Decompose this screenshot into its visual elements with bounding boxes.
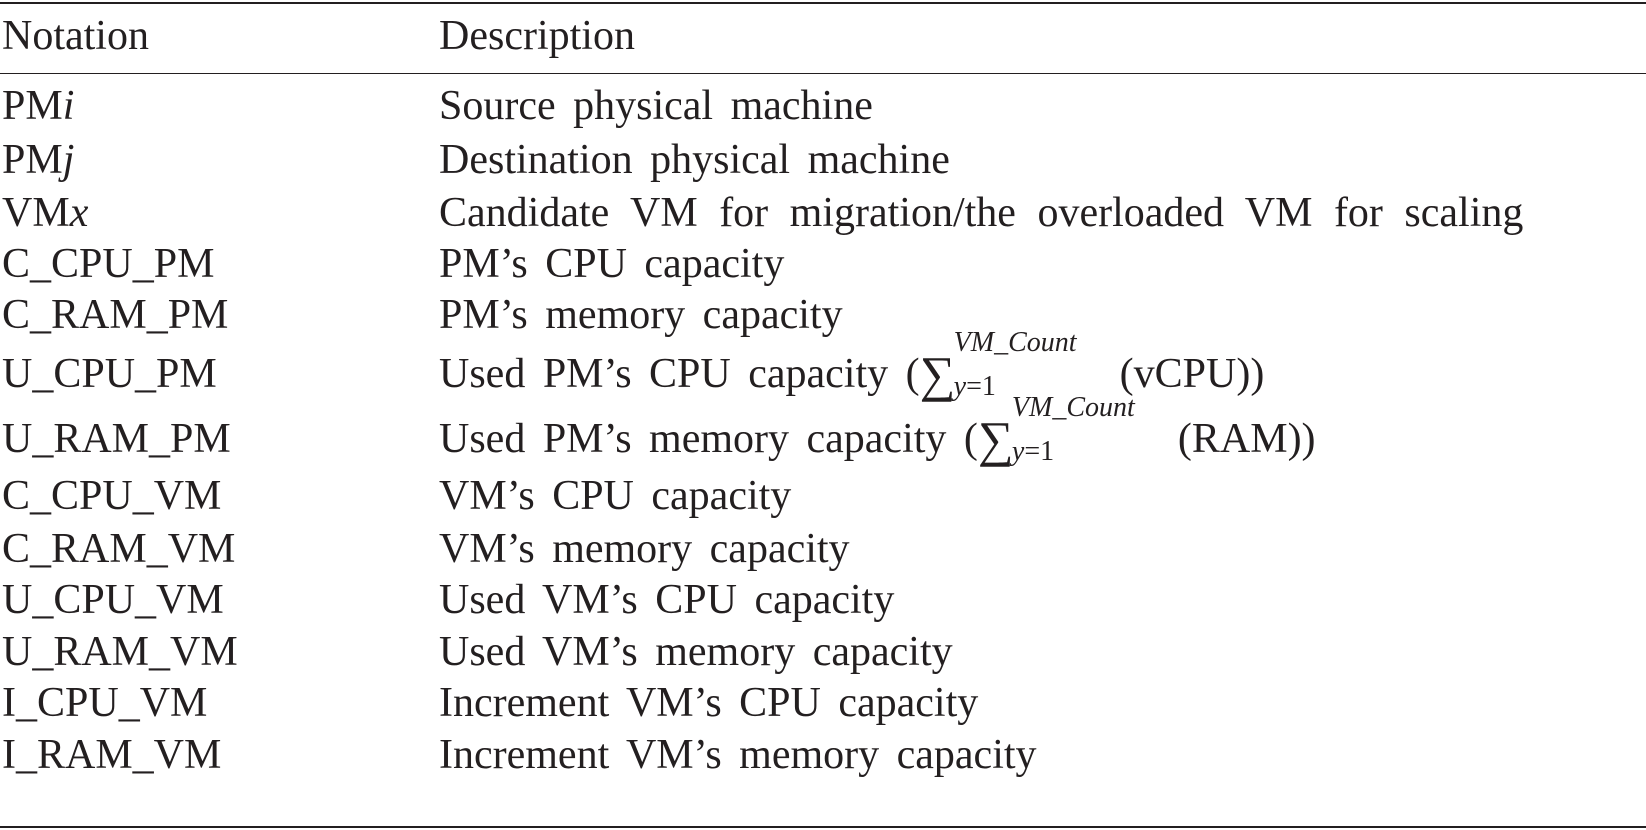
notation-cell: C_CPU_VM — [2, 473, 222, 519]
table-row: U_RAM_PM Used PM’s memory capacity (∑VM_… — [0, 392, 1646, 468]
table-row: C_RAM_VM VM’s memory capacity — [0, 525, 1646, 573]
header-notation: Notation — [2, 13, 149, 59]
summation-symbol: ∑ — [977, 411, 1014, 467]
summation-upper-limit: VM_Count — [953, 327, 1077, 358]
description-cell: VM’s memory capacity — [439, 526, 850, 572]
notation-cell: PMi — [2, 83, 75, 129]
table-row: U_RAM_VM Used VM’s memory capacity — [0, 628, 1646, 676]
table-row: PMj Destination physical machine — [0, 136, 1646, 184]
notation-cell: VMx — [2, 190, 89, 236]
table-row: C_CPU_VM VM’s CPU capacity — [0, 472, 1646, 520]
summation-upper-limit: VM_Count — [1011, 392, 1135, 423]
summation-lower-limit: y=1 — [1011, 436, 1055, 467]
notation-cell: C_RAM_VM — [2, 526, 236, 572]
description-cell: Candidate VM for migration/the overloade… — [439, 190, 1524, 236]
description-cell: PM’s memory capacity — [439, 292, 843, 338]
description-cell: PM’s CPU capacity — [439, 241, 785, 287]
summation-argument: (vCPU)) — [1119, 351, 1265, 397]
description-cell: Increment VM’s CPU capacity — [439, 680, 979, 726]
notation-cell: C_CPU_PM — [2, 241, 215, 287]
notation-cell: U_RAM_VM — [2, 629, 238, 675]
notation-cell: C_RAM_PM — [2, 292, 229, 338]
table-bottom-rule — [0, 826, 1646, 828]
notation-cell: PMj — [2, 137, 75, 183]
table-row: I_RAM_VM Increment VM’s memory capacity — [0, 731, 1646, 779]
table-row: I_CPU_VM Increment VM’s CPU capacity — [0, 679, 1646, 727]
notation-cell: U_CPU_VM — [2, 577, 224, 623]
table-header-row: Notation Description — [0, 12, 1646, 60]
description-cell: VM’s CPU capacity — [439, 473, 792, 519]
description-cell: Destination physical machine — [439, 137, 950, 183]
summation-limits: VM_Count y=1 — [1012, 393, 1178, 467]
notation-cell: U_RAM_PM — [2, 416, 231, 462]
table-row: VMx Candidate VM for migration/the overl… — [0, 189, 1646, 237]
summation-argument: (RAM)) — [1177, 416, 1316, 462]
description-cell: Source physical machine — [439, 83, 873, 129]
summation-limits: VM_Count y=1 — [954, 328, 1120, 402]
summation-symbol: ∑ — [919, 346, 956, 402]
table-row: C_CPU_PM PM’s CPU capacity — [0, 240, 1646, 288]
table-row: PMi Source physical machine — [0, 82, 1646, 130]
description-cell: Increment VM’s memory capacity — [439, 732, 1037, 778]
description-cell: Used VM’s CPU capacity — [439, 577, 895, 623]
table-top-rule — [0, 2, 1646, 4]
table-header-rule — [0, 73, 1646, 74]
header-description: Description — [439, 13, 635, 59]
table-row: U_CPU_PM Used PM’s CPU capacity (∑VM_Cou… — [0, 327, 1646, 403]
table-row: C_RAM_PM PM’s memory capacity — [0, 291, 1646, 339]
notation-cell: U_CPU_PM — [2, 351, 217, 397]
summation-lower-limit: y=1 — [953, 371, 996, 402]
notation-cell: I_RAM_VM — [2, 732, 222, 778]
notation-cell: I_CPU_VM — [2, 680, 208, 726]
description-cell: Used VM’s memory capacity — [439, 629, 953, 675]
table-row: U_CPU_VM Used VM’s CPU capacity — [0, 576, 1646, 624]
